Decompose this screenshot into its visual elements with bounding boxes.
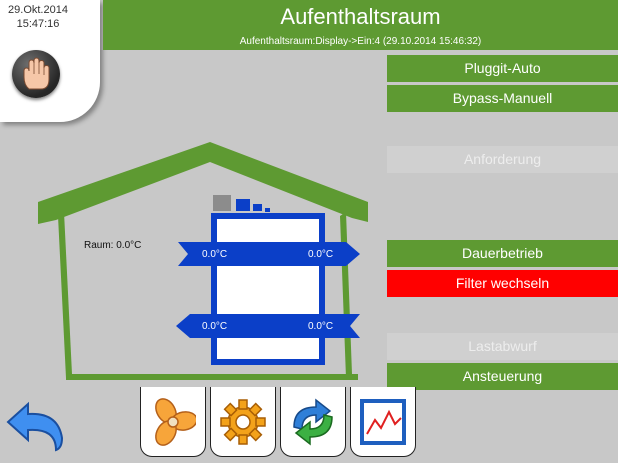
fan-icon [155,397,196,446]
refresh-icon [293,397,333,446]
fan-level-indicator [213,195,270,212]
hand-stop-icon [23,57,50,90]
house-wall-right [340,212,352,378]
heat-exchanger [211,213,325,365]
tab-chart[interactable] [350,387,416,457]
house-wall-left [58,212,72,378]
exhaust-air-arrow [176,314,360,338]
stop-button[interactable] [12,50,60,98]
gear-icon [220,398,266,445]
pluggit-auto-button[interactable]: Pluggit-Auto [387,55,618,82]
supply-temp-left: 0.0°C [202,249,228,260]
chart-icon [360,398,406,445]
ansteuerung-button[interactable]: Ansteuerung [387,363,618,390]
back-arrow-icon [6,401,64,452]
exhaust-temp-right: 0.0°C [308,321,334,332]
page-title: Aufenthaltsraum [280,4,441,29]
filter-wechseln-button[interactable]: Filter wechseln [387,270,618,297]
tab-refresh[interactable] [280,387,346,457]
tab-fan[interactable] [140,387,206,457]
supply-air-arrow [178,242,360,266]
clock-time: 15:47:16 [16,18,60,30]
header: Aufenthaltsraum Aufenthaltsraum:Display-… [103,0,618,50]
house-roof [38,142,368,224]
bypass-manuell-button[interactable]: Bypass-Manuell [387,85,618,112]
lastabwurf-button[interactable]: Lastabwurf [387,333,618,360]
clock-date: 29.Okt.2014 [8,4,68,16]
back-button[interactable] [0,395,70,457]
dauerbetrieb-button[interactable]: Dauerbetrieb [387,240,618,267]
clock-panel: 29.Okt.2014 15:47:16 [0,0,100,122]
tab-settings[interactable] [210,387,276,457]
house-floor [66,374,358,380]
anforderung-button[interactable]: Anforderung [387,146,618,173]
supply-temp-right: 0.0°C [308,249,334,260]
exhaust-temp-left: 0.0°C [202,321,228,332]
room-temperature: Raum: 0.0°C [84,240,142,251]
page-subtitle: Aufenthaltsraum:Display->Ein:4 (29.10.20… [239,36,482,47]
